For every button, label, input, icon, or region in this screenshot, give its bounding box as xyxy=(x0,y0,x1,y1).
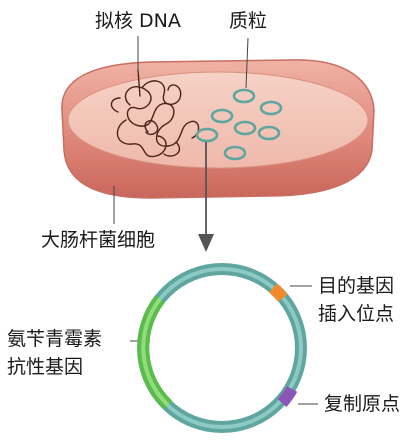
nucleoid-label: 拟核 DNA xyxy=(95,9,181,33)
resistance-label-line1: 氨苄青霉素 xyxy=(7,327,102,351)
insertion-site-label: 目的基因 插入位点 xyxy=(318,274,394,326)
plasmid-diagram-ring xyxy=(143,269,301,427)
replication-origin-label: 复制原点 xyxy=(324,392,400,416)
plasmid-label: 质粒 xyxy=(229,9,267,33)
resistance-label-line2: 抗性基因 xyxy=(7,355,102,379)
bacterium-cell xyxy=(62,60,374,198)
resistance-gene-label: 氨苄青霉素 抗性基因 xyxy=(7,327,102,379)
bacterium-label: 大肠杆菌细胞 xyxy=(41,228,155,252)
insertion-label-line2: 插入位点 xyxy=(318,302,394,326)
insertion-site-segment xyxy=(273,288,283,298)
insertion-label-line1: 目的基因 xyxy=(318,274,394,298)
cell-interior xyxy=(68,72,368,168)
